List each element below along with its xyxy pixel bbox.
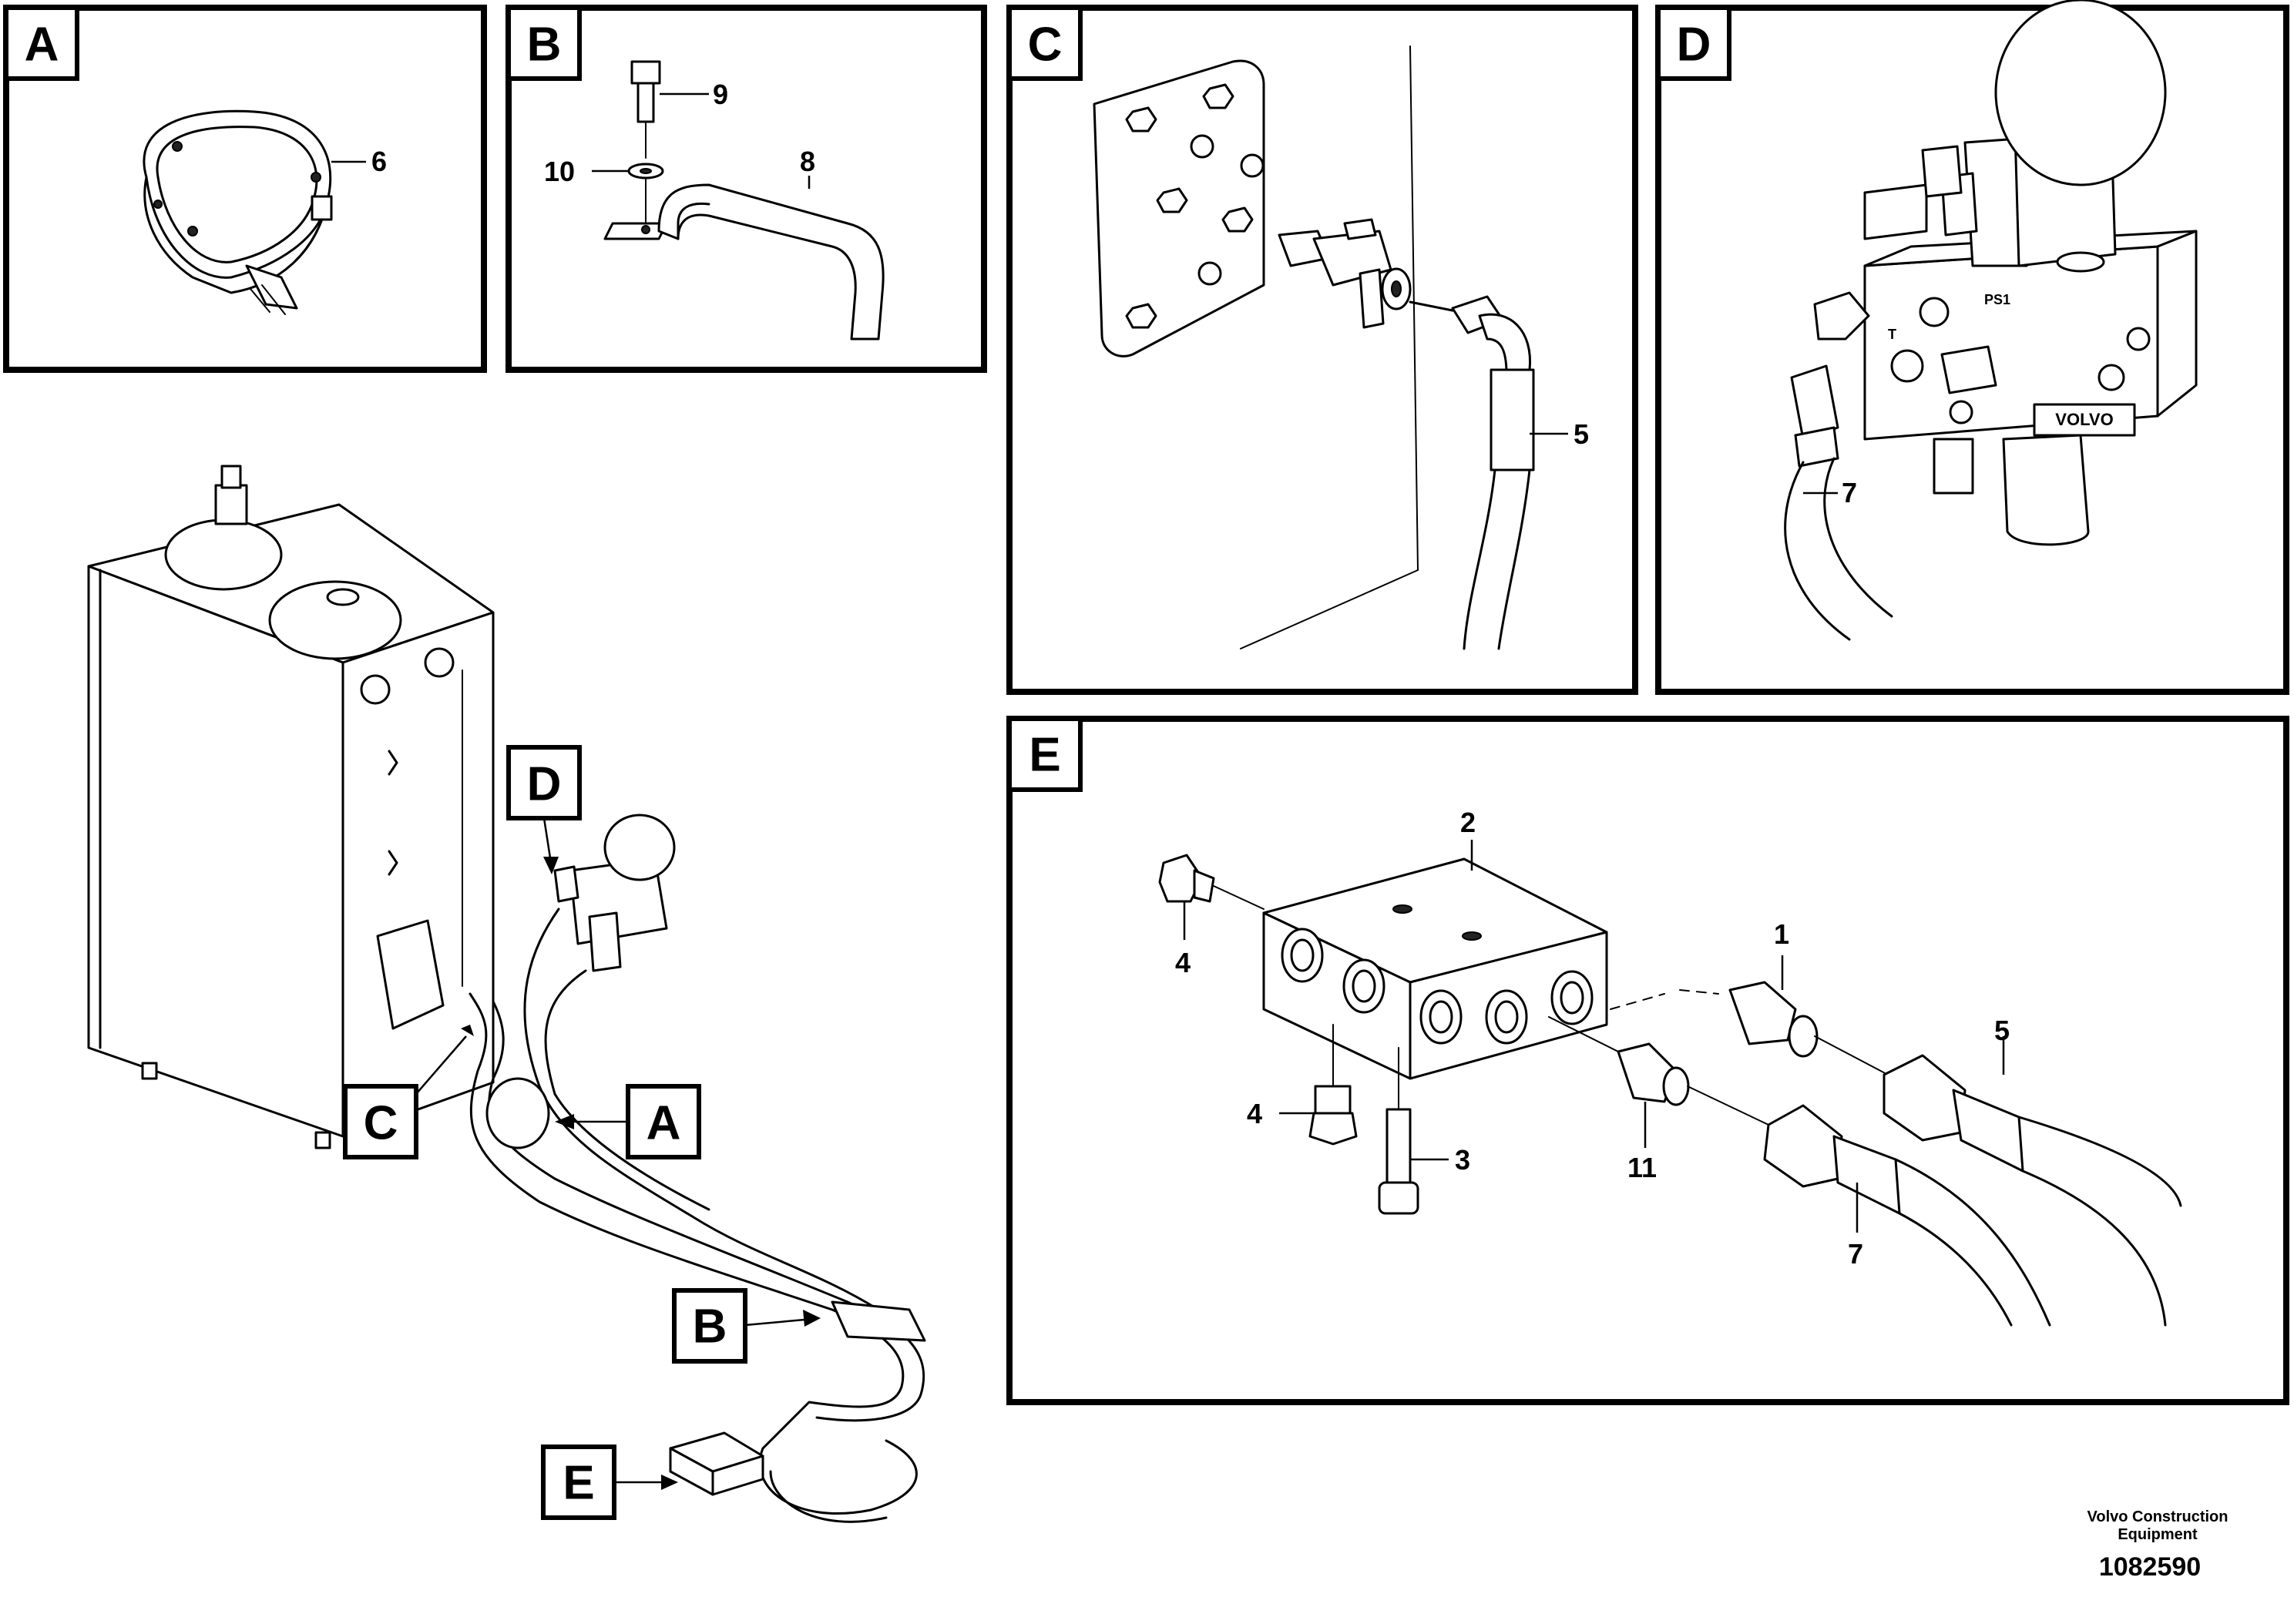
panel-d: D VOLVO PS1 T [1655,0,2289,695]
overview-tag-d-letter: D [527,758,562,811]
valve-brand-label: VOLVO [2055,410,2113,429]
overview-hoses [469,908,926,1523]
hydraulic-tank [87,465,495,1149]
tee-fitting [1278,218,1412,329]
callout-1: 1 [1774,918,1789,950]
panel-d-letter: D [1677,18,1711,72]
callout-10: 10 [544,156,575,187]
callout-7-d: 7 [1842,477,1857,508]
panel-e: E [1006,716,2289,1405]
valve-ps1-label: PS1 [1984,292,2010,307]
hose-5-drawing [1409,295,1535,650]
callout-5-c: 5 [1574,418,1589,450]
overview-tag-b-letter: B [693,1300,727,1354]
overview-assembly [87,465,926,1523]
valve-t-label: T [1888,327,1896,342]
hose-7-e [1763,1104,2051,1327]
callout-7-e: 7 [1848,1238,1863,1270]
callout-5-e: 5 [1994,1015,2010,1046]
panel-b: B 9 10 8 [505,5,987,373]
footer-line-1: Volvo Construction [2087,1508,2229,1525]
callout-3: 3 [1455,1144,1470,1176]
panel-c-letter: C [1028,18,1063,72]
overview-tag-a-letter: A [647,1097,681,1150]
mounting-bolts [1125,83,1265,329]
overview-tag-b: B [672,1288,821,1364]
screw-3 [1378,1047,1419,1215]
footer: Volvo Construction Equipment 1082590 [2087,1508,2229,1582]
callout-4-lower: 4 [1247,1098,1262,1129]
panel-b-letter: B [527,18,562,72]
adapter-11 [1548,1016,1769,1126]
adapter-1 [1610,981,1889,1075]
hose-clamp-drawing [143,109,333,315]
callout-9: 9 [713,79,728,110]
panel-a: A 6 [3,5,487,373]
footer-line-2: Equipment [2118,1526,2198,1543]
callout-11: 11 [1627,1152,1657,1183]
plug-4-lower [1308,1024,1358,1146]
overview-tag-e-letter: E [563,1457,594,1510]
overview-tag-d: D [506,745,582,874]
overview-tag-e: E [541,1444,678,1520]
callout-4-upper: 4 [1175,947,1191,978]
tank-wall-drawing [1093,45,1535,650]
callout-6: 6 [371,146,387,177]
panel-c: C [1006,5,1638,695]
callout-2: 2 [1460,807,1476,838]
plug-4-upper [1158,854,1265,910]
bracket-drawing [603,60,885,341]
panel-e-letter: E [1029,729,1060,782]
overview-tag-c: C [343,1025,474,1159]
overview-tag-a: A [555,1084,701,1159]
callout-8: 8 [800,146,815,177]
panel-a-letter: A [25,18,59,72]
valve-block-drawing: VOLVO PS1 T [1784,0,2198,641]
doc-number: 1082590 [2099,1552,2201,1582]
distribution-block-drawing [1262,857,1608,1080]
hose-5-e [1883,1054,2182,1327]
overview-tag-c-letter: C [364,1097,398,1150]
overview-valve-d [553,814,676,972]
overview-block-e [669,1431,764,1496]
